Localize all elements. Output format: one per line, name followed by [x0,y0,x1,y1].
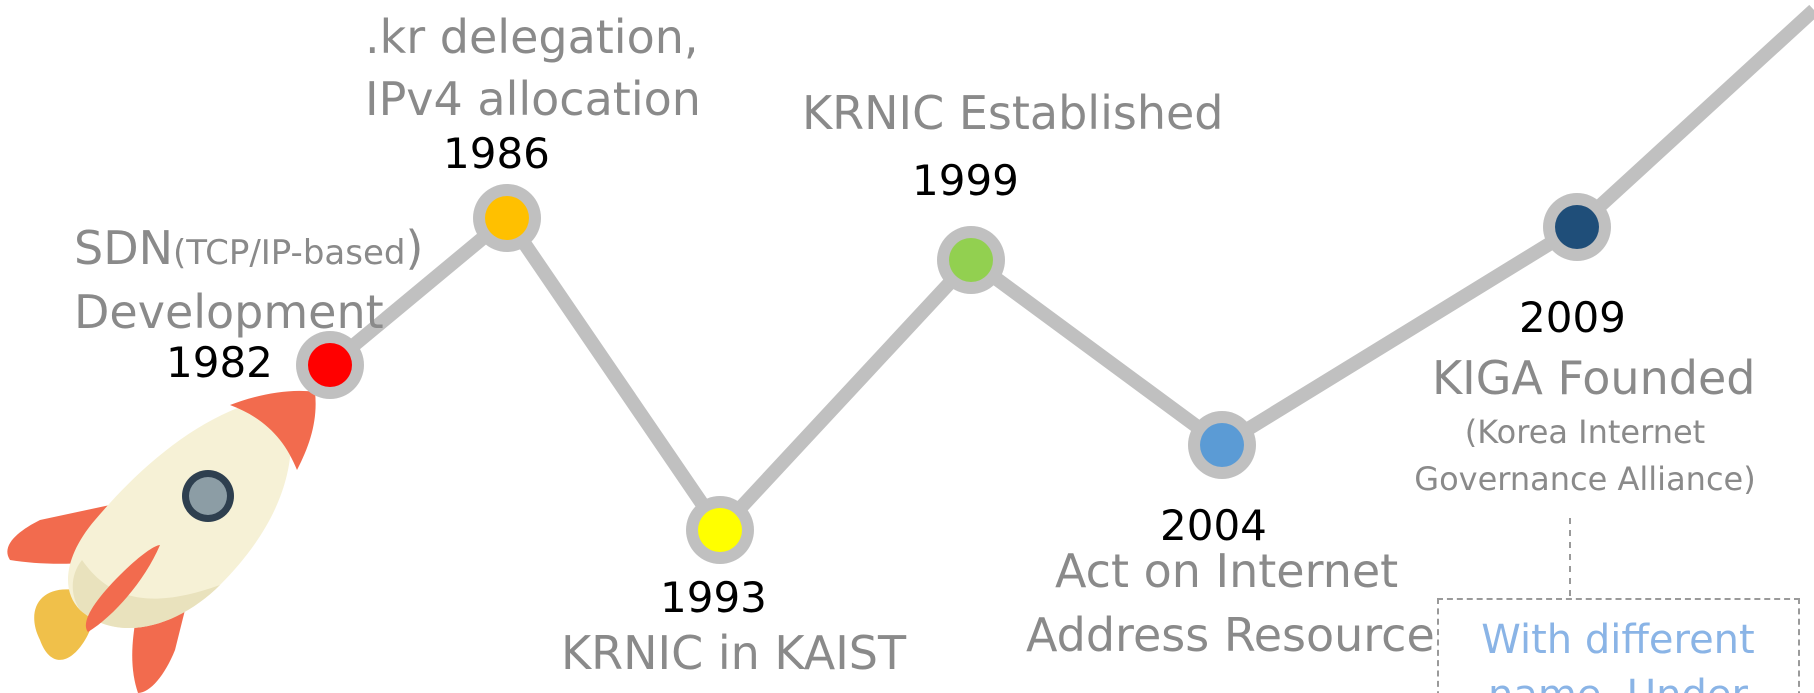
milestone-1982-year: 1982 [166,338,273,387]
milestone-1986-label-line1: .kr delegation, [365,10,699,64]
milestone-node-1986 [473,184,541,252]
milestone-2009-sub-line1: (Korea Internet [1464,413,1706,451]
milestone-2004-year: 2004 [1160,501,1267,550]
milestone-1982-title: SDN(TCP/IP-based) [74,221,424,275]
milestone-1982-label: Development [74,285,384,339]
milestone-2004-label-line1: Act on Internet [1055,544,1399,598]
milestone-2009-label: KIGA Founded [1432,351,1756,405]
milestone-1993-label: KRNIC in KAIST [561,626,907,680]
milestone-1999-label: KRNIC Established [802,86,1224,140]
milestone-node-1999 [937,226,1005,294]
milestone-node-2004 [1188,411,1256,479]
milestone-dot [698,508,742,552]
milestone-2009-sub-line2: Governance Alliance) [1414,460,1756,498]
milestone-dot [308,343,352,387]
milestone-dot [485,196,529,240]
rocket-icon [7,390,316,693]
note-box [1437,598,1800,693]
milestone-dot [1555,205,1599,249]
milestone-1986-label-line2: IPv4 allocation [365,72,701,126]
milestone-node-1993 [686,496,754,564]
milestone-1986-year: 1986 [443,129,550,178]
note-line2: name. Under [1488,675,1748,693]
milestone-dot [949,238,993,282]
milestone-1999-year: 1999 [912,156,1019,205]
milestone-node-2009 [1543,193,1611,261]
note-line1: With different [1481,617,1755,663]
milestone-1993-year: 1993 [660,573,767,622]
milestone-2009-year: 2009 [1519,293,1626,342]
milestone-dot [1200,423,1244,467]
milestone-2004-label-line2: Address Resource [1026,608,1435,662]
milestone-node-1982 [296,331,364,399]
milestone-nodes [296,184,1611,564]
